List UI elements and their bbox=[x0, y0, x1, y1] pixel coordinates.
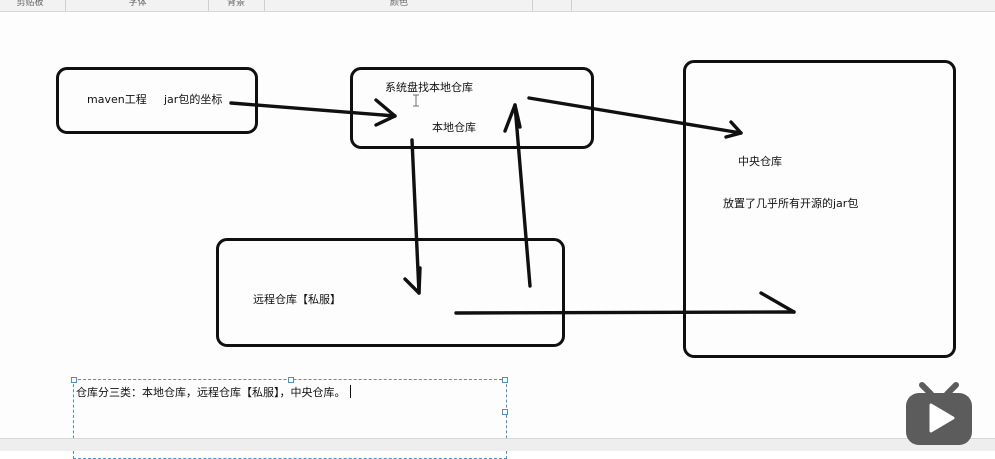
ribbon-group-background[interactable]: 背景 bbox=[226, 0, 245, 8]
resize-handle[interactable] bbox=[502, 377, 508, 383]
resize-handle[interactable] bbox=[71, 377, 77, 383]
arrow-remote-to-local bbox=[513, 103, 532, 288]
system-search-label: 系统盘找本地仓库 bbox=[385, 81, 473, 94]
ribbon-separator bbox=[571, 0, 572, 11]
arrowhead-local-to-central bbox=[724, 120, 743, 139]
arrowhead-remote-to-central bbox=[759, 291, 796, 314]
arrowhead-local-to-remote bbox=[403, 266, 422, 295]
central-repo-box bbox=[683, 60, 956, 358]
note-text-line[interactable]: 仓库分三类：本地仓库，远程仓库【私服】，中央仓库。 bbox=[76, 384, 351, 400]
maven-project-box bbox=[56, 67, 258, 134]
text-cursor-icon bbox=[413, 94, 419, 107]
maven-project-label: maven工程 bbox=[87, 93, 147, 106]
ribbon-separator bbox=[264, 0, 265, 11]
arrow-remote-to-central bbox=[454, 310, 796, 315]
arrow-local-to-central bbox=[527, 96, 743, 135]
ribbon-separator bbox=[532, 0, 533, 11]
resize-handle[interactable] bbox=[288, 377, 294, 383]
ribbon-group-clipboard[interactable]: 剪贴板 bbox=[16, 0, 44, 8]
arrow-maven-to-local bbox=[229, 101, 397, 118]
text-caret bbox=[349, 385, 351, 398]
central-repo-label: 中央仓库 bbox=[738, 155, 782, 168]
ribbon-separator bbox=[65, 0, 66, 11]
jar-coordinate-label: jar包的坐标 bbox=[164, 93, 223, 106]
bilibili-tv-icon bbox=[906, 382, 972, 445]
ribbon-separator bbox=[208, 0, 209, 11]
ribbon-group-font[interactable]: 字体 bbox=[128, 0, 147, 8]
remote-repo-label: 远程仓库【私服】 bbox=[253, 293, 341, 306]
local-repo-label: 本地仓库 bbox=[432, 121, 476, 134]
drawing-canvas[interactable] bbox=[0, 12, 995, 438]
arrowhead-remote-to-local bbox=[503, 103, 522, 133]
central-repo-description: 放置了几乎所有开源的jar包 bbox=[723, 197, 859, 210]
horizontal-scrollbar[interactable] bbox=[0, 438, 995, 451]
arrow-local-to-remote bbox=[410, 138, 421, 295]
remote-repo-box bbox=[216, 238, 565, 347]
note-text: 仓库分三类：本地仓库，远程仓库【私服】，中央仓库。 bbox=[76, 386, 346, 399]
ribbon-group-colors[interactable]: 颜色 bbox=[389, 0, 408, 8]
ribbon-toolbar: 剪贴板 字体 背景 颜色 bbox=[0, 0, 995, 12]
resize-handle[interactable] bbox=[502, 409, 508, 415]
arrowhead-maven-to-local bbox=[374, 98, 397, 127]
